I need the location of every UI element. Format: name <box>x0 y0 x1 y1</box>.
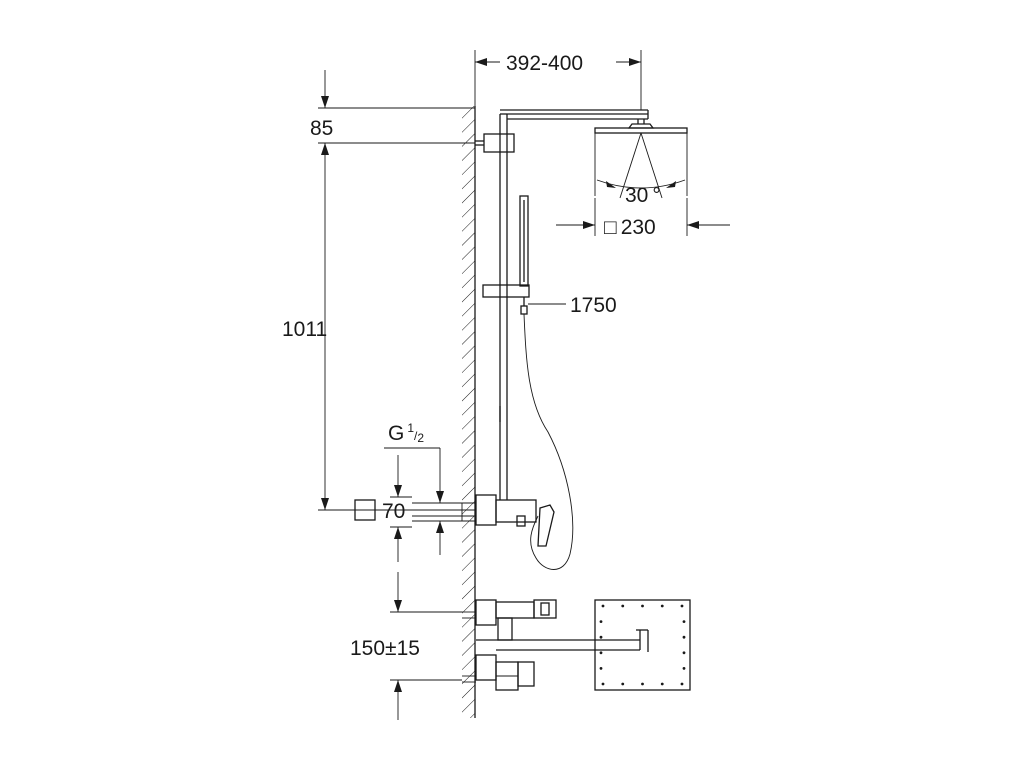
hand-shower <box>519 195 529 315</box>
wall-hatch <box>462 106 475 718</box>
screw-dot <box>682 651 686 655</box>
head-size-symbol: □ <box>604 216 617 239</box>
screw-dot <box>682 667 686 670</box>
riser-height-label: 1011 <box>282 318 327 341</box>
screw-dot <box>641 604 644 608</box>
head-shower <box>594 119 688 199</box>
screw-dot <box>641 682 644 686</box>
thread-dimension <box>354 447 444 562</box>
diverter-body <box>412 494 555 547</box>
thread-sub: 2 <box>417 431 424 445</box>
shower-arm <box>500 109 649 120</box>
square-symbol <box>354 499 376 521</box>
arm-length-dimension <box>474 50 642 110</box>
spray-angle-value: 30 <box>625 184 648 207</box>
arm-length-label: 392-400 <box>506 52 583 75</box>
screw-dot <box>682 635 686 639</box>
screw-dot <box>601 682 605 686</box>
screw-dot <box>680 682 684 686</box>
shower-hose <box>523 313 574 570</box>
thread-sup: 1 <box>407 421 414 435</box>
wall-plate <box>594 599 691 691</box>
thread-size-label: 70 <box>382 500 405 523</box>
screw-dot <box>621 682 625 686</box>
wall <box>462 106 476 718</box>
spray-angle-unit: ° <box>652 184 660 207</box>
inlet-spacing-dimension <box>390 572 462 720</box>
head-size-label: □230 <box>604 216 656 239</box>
head-size-dimension <box>556 198 730 236</box>
screw-dot <box>599 635 603 639</box>
hand-shower-slider <box>482 284 530 306</box>
screw-dot <box>599 620 603 623</box>
height-dimensions <box>318 70 475 511</box>
screw-dot <box>660 604 664 608</box>
screw-dot <box>601 604 605 608</box>
thread-label-base: G <box>388 422 404 445</box>
spray-angle-label: 30° <box>625 184 661 207</box>
screw-dot <box>680 604 684 608</box>
screw-dot <box>660 682 664 686</box>
top-wall-bracket <box>475 133 515 153</box>
inlet-spacing-label: 150±15 <box>350 637 420 660</box>
screw-dot <box>682 620 686 623</box>
thread-slash: / <box>414 429 418 443</box>
top-offset-label: 85 <box>310 117 333 140</box>
wall-plate-screws <box>599 604 686 686</box>
bath-mixer-side <box>462 599 649 691</box>
screw-dot <box>599 667 603 670</box>
screw-dot <box>621 604 625 608</box>
head-size-value: 230 <box>621 216 656 239</box>
hose-length-label: 1750 <box>570 294 617 317</box>
riser-rail <box>499 113 508 498</box>
screw-dot <box>599 651 603 655</box>
